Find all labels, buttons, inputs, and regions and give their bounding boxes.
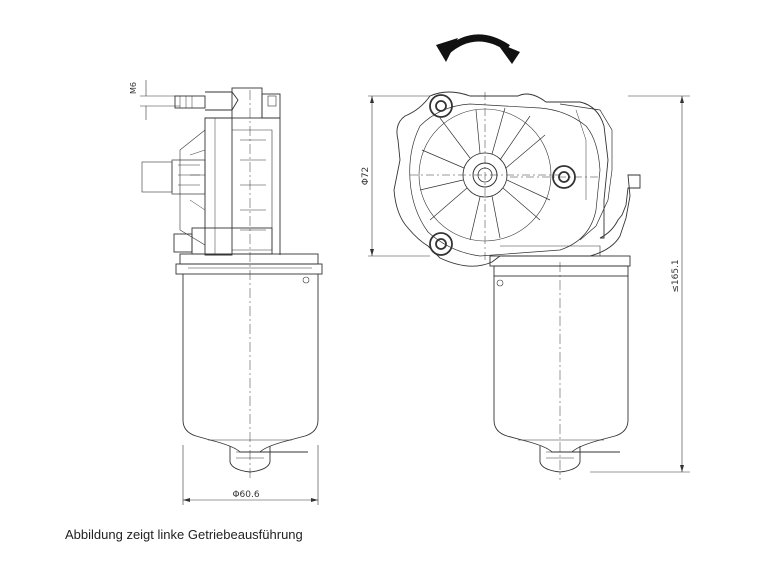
m6-dimension: M6 (129, 80, 180, 120)
m6-label: M6 (129, 82, 138, 94)
diameter-gear-label: Φ72 (361, 167, 371, 186)
mount-hole-bottom (429, 232, 453, 256)
side-view: M6 (129, 80, 323, 505)
front-view (368, 91, 690, 480)
height-label: ≤165.1 (671, 259, 681, 292)
diameter-motor-label: Φ60.6 (232, 490, 259, 500)
rotation-arrow-icon (436, 34, 520, 64)
figure-caption: Abbildung zeigt linke Getriebeausführung (65, 527, 303, 542)
mount-hole-top (429, 94, 453, 118)
